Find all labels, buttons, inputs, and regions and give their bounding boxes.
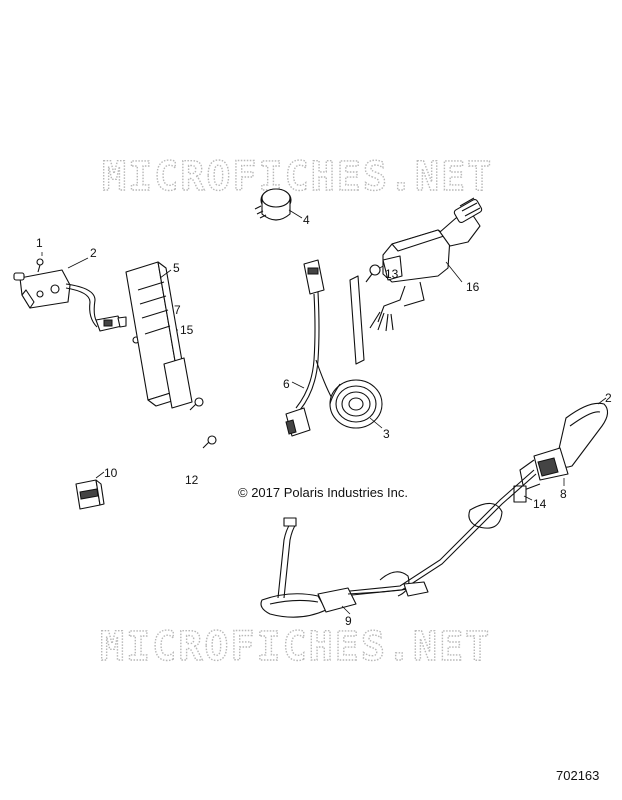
callout-10: 10 bbox=[104, 466, 118, 480]
callout-11: 1 bbox=[36, 236, 43, 250]
watermark-bottom: MICROFICHES.NET bbox=[100, 624, 491, 670]
callout-7: 7 bbox=[174, 303, 181, 317]
part-1-sensor bbox=[13, 269, 127, 332]
part-4-relay bbox=[254, 188, 292, 221]
callout-5: 5 bbox=[173, 261, 180, 275]
callout-4: 4 bbox=[303, 213, 310, 227]
reference-number: 702163 bbox=[556, 768, 599, 783]
part-12-screw bbox=[189, 397, 217, 449]
callout-15: 15 bbox=[180, 323, 194, 337]
part-5-control-module bbox=[125, 261, 193, 409]
callout-12: 12 bbox=[185, 473, 199, 487]
part-10-connector bbox=[75, 479, 105, 510]
part-13-bolt bbox=[365, 264, 381, 283]
callout-13: 13 bbox=[385, 267, 399, 281]
part-3-horn bbox=[329, 275, 383, 429]
watermark-top: MICROFICHES.NET bbox=[102, 154, 493, 200]
callout-16: 16 bbox=[466, 280, 480, 294]
callout-2: 2 bbox=[605, 391, 612, 405]
part-9-turn-signal-left bbox=[260, 517, 429, 618]
callout-1: 2 bbox=[90, 246, 97, 260]
part-2-turn-signal-right bbox=[339, 402, 609, 597]
callout-9: 9 bbox=[345, 614, 352, 628]
part-11-screw bbox=[36, 258, 44, 273]
callout-8: 8 bbox=[560, 487, 567, 501]
copyright-text: © 2017 Polaris Industries Inc. bbox=[238, 485, 408, 500]
part-6-harness bbox=[285, 259, 341, 437]
part-16-switch-assembly bbox=[369, 197, 483, 332]
callout-14: 14 bbox=[533, 497, 547, 511]
callout-6: 6 bbox=[283, 377, 290, 391]
callout-3: 3 bbox=[383, 427, 390, 441]
